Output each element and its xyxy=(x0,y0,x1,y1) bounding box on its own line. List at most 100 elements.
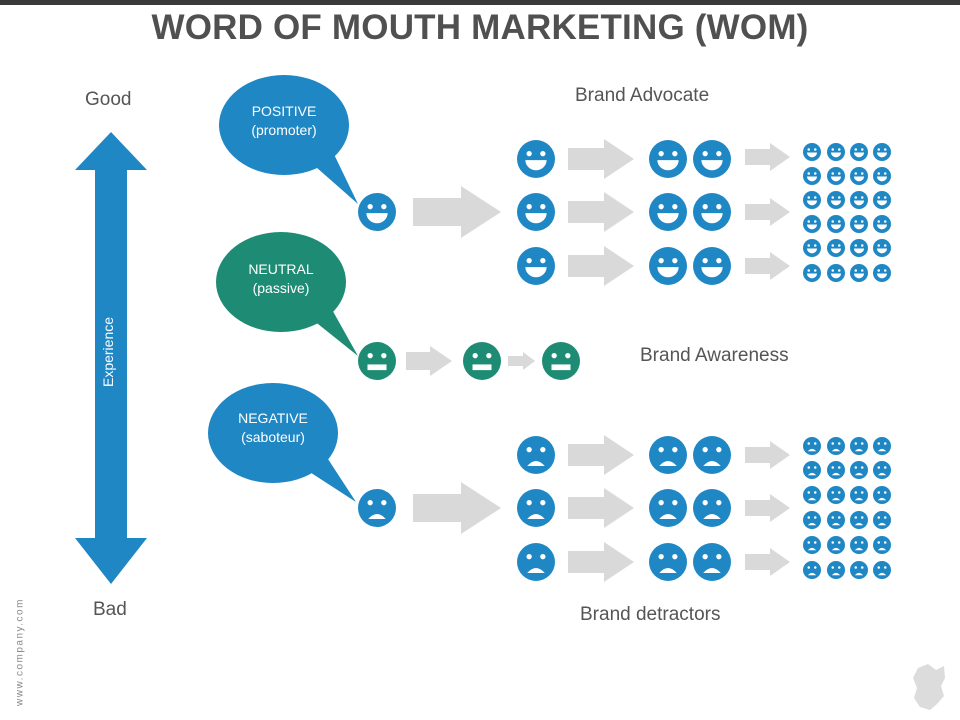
sad-face-icon xyxy=(803,461,821,479)
sad-face-icon xyxy=(850,437,868,455)
page-title: WORD OF MOUTH MARKETING (WOM) xyxy=(151,8,809,47)
flow-arrow xyxy=(413,186,501,238)
smiley-icon xyxy=(803,143,821,161)
smiley-icon xyxy=(873,239,891,257)
sad-face-icon xyxy=(693,489,731,527)
smiley-icon xyxy=(827,215,845,233)
bubble-negative-title: NEGATIVE xyxy=(238,410,308,426)
smiley-icon xyxy=(873,264,891,282)
flow-arrow xyxy=(745,252,790,280)
bubble-neutral xyxy=(216,232,358,356)
sad-face-icon xyxy=(517,543,555,581)
smiley-icon xyxy=(517,140,555,178)
sad-face-icon xyxy=(517,489,555,527)
sad-face-icon xyxy=(827,486,845,504)
sad-face-icon xyxy=(850,561,868,579)
sad-face-icon xyxy=(649,543,687,581)
axis-label-experience: Experience xyxy=(100,316,116,388)
experience-arrow xyxy=(75,132,147,584)
smiley-icon xyxy=(850,167,868,185)
flow-arrow xyxy=(745,441,790,469)
sad-face-icon xyxy=(803,486,821,504)
sad-face-icon xyxy=(358,489,396,527)
website-url: www.company.com xyxy=(14,598,26,706)
bubble-positive xyxy=(219,75,358,204)
smiley-icon xyxy=(649,247,687,285)
smiley-icon xyxy=(850,191,868,209)
smiley-icon xyxy=(649,193,687,231)
sad-face-icon xyxy=(517,436,555,474)
smiley-icon xyxy=(803,191,821,209)
sad-face-icon xyxy=(873,437,891,455)
flow-arrow xyxy=(413,482,501,534)
smiley-icon xyxy=(827,191,845,209)
bubble-neutral-subtitle: (passive) xyxy=(252,280,310,296)
flow-arrow xyxy=(745,548,790,576)
neutral-face-icon xyxy=(542,342,580,380)
bubble-negative xyxy=(208,383,356,502)
label-brand-awareness: Brand Awareness xyxy=(640,345,789,366)
axis-label-bad: Bad xyxy=(93,599,127,620)
flow-arrow xyxy=(745,198,790,226)
sad-face-icon xyxy=(850,511,868,529)
neutral-face-icon xyxy=(358,342,396,380)
flow-arrow xyxy=(508,352,535,370)
sad-face-icon xyxy=(827,461,845,479)
bubble-neutral-text: NEUTRAL (passive) xyxy=(216,260,346,298)
sad-face-icon xyxy=(649,436,687,474)
smiley-icon xyxy=(693,140,731,178)
sad-face-icon xyxy=(827,536,845,554)
sad-face-icon xyxy=(873,536,891,554)
smiley-icon xyxy=(827,167,845,185)
smiley-icon xyxy=(873,143,891,161)
face-icons xyxy=(358,140,891,581)
sad-face-icon xyxy=(850,461,868,479)
sad-face-icon xyxy=(803,511,821,529)
sad-face-icon xyxy=(827,437,845,455)
sad-face-icon xyxy=(850,486,868,504)
smiley-icon xyxy=(693,247,731,285)
sad-face-icon xyxy=(693,543,731,581)
flow-arrows xyxy=(406,139,790,582)
smiley-icon xyxy=(873,215,891,233)
sad-face-icon xyxy=(827,511,845,529)
smiley-icon xyxy=(850,239,868,257)
smiley-icon xyxy=(803,239,821,257)
smiley-icon xyxy=(803,215,821,233)
axis-label-good: Good xyxy=(85,89,132,110)
neutral-face-icon xyxy=(463,342,501,380)
smiley-icon xyxy=(850,143,868,161)
smiley-icon xyxy=(850,264,868,282)
sad-face-icon xyxy=(803,536,821,554)
bubble-negative-subtitle: (saboteur) xyxy=(241,429,305,445)
smiley-icon xyxy=(850,215,868,233)
flow-arrow xyxy=(745,494,790,522)
flow-arrow xyxy=(568,542,634,582)
sad-face-icon xyxy=(649,489,687,527)
flow-arrow xyxy=(568,246,634,286)
sad-face-icon xyxy=(827,561,845,579)
bubble-positive-text: POSITIVE (promoter) xyxy=(219,102,349,140)
sad-face-icon xyxy=(873,461,891,479)
bubble-positive-subtitle: (promoter) xyxy=(251,122,317,138)
label-brand-advocate: Brand Advocate xyxy=(575,85,710,106)
smiley-icon xyxy=(827,264,845,282)
flow-arrow xyxy=(568,488,634,528)
smiley-icon xyxy=(827,239,845,257)
smiley-icon xyxy=(827,143,845,161)
smiley-icon xyxy=(649,140,687,178)
sad-face-icon xyxy=(850,536,868,554)
flow-arrow xyxy=(568,435,634,475)
smiley-icon xyxy=(517,193,555,231)
bubble-positive-title: POSITIVE xyxy=(251,103,317,119)
sad-face-icon xyxy=(803,437,821,455)
sad-face-icon xyxy=(693,436,731,474)
sad-face-icon xyxy=(873,486,891,504)
flow-arrow xyxy=(745,143,790,171)
flow-arrow xyxy=(406,346,452,376)
smiley-icon xyxy=(517,247,555,285)
smiley-icon xyxy=(358,193,396,231)
smiley-icon xyxy=(693,193,731,231)
sad-face-icon xyxy=(803,561,821,579)
